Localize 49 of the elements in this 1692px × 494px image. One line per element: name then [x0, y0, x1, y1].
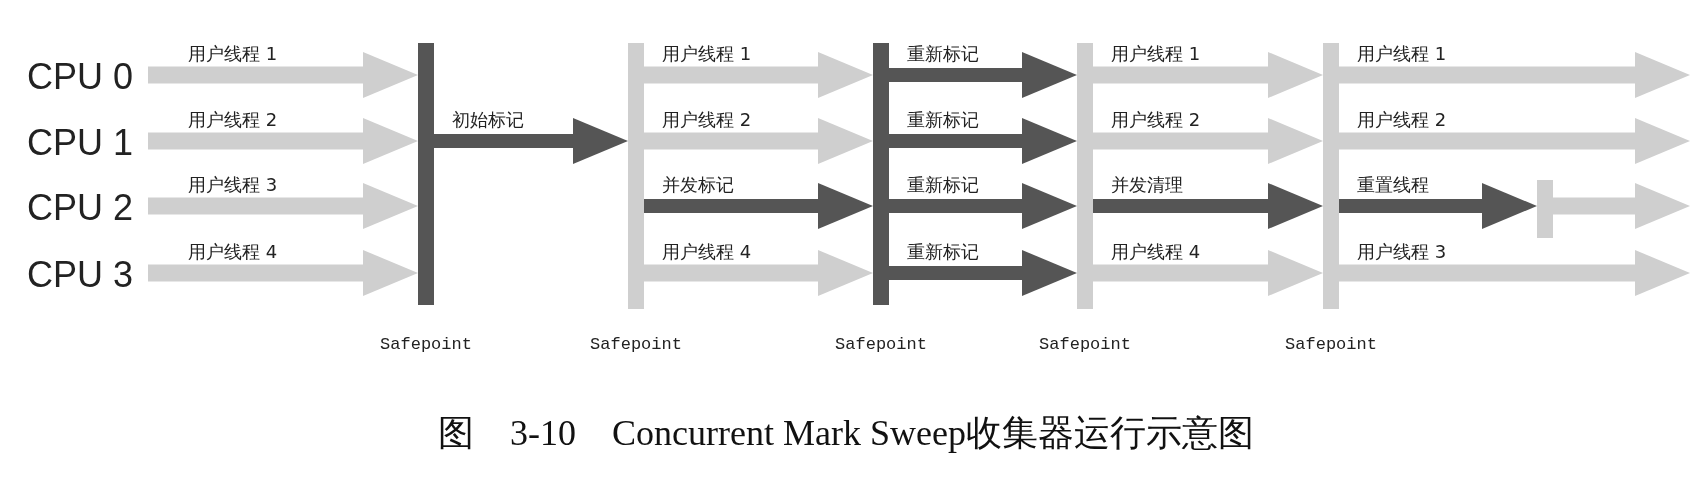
cpu-label: CPU 1	[27, 121, 134, 165]
safepoint-label: Safepoint	[380, 334, 472, 356]
cpu-label: CPU 2	[27, 186, 134, 230]
safepoint-bar	[873, 43, 889, 305]
arrow	[889, 183, 1077, 229]
arrow	[644, 52, 873, 98]
arrow	[1093, 183, 1323, 229]
arrow	[1339, 250, 1690, 296]
arrow	[1093, 250, 1323, 296]
safepoint-bar	[1077, 43, 1093, 309]
arrow	[1553, 183, 1690, 229]
arrow	[1339, 118, 1690, 164]
edge-label: 重新标记	[905, 109, 981, 131]
edge-label: 用户线程 4	[660, 241, 754, 263]
arrow	[434, 118, 628, 164]
cpu-label: CPU 3	[27, 253, 134, 297]
edge-label: 用户线程 4	[186, 241, 280, 263]
arrow	[889, 118, 1077, 164]
safepoint-bar	[628, 43, 644, 309]
edge-label: 重新标记	[905, 174, 981, 196]
safepoint-label: Safepoint	[1285, 334, 1377, 356]
safepoint-bar	[1537, 180, 1553, 238]
arrow	[1093, 118, 1323, 164]
safepoint-label: Safepoint	[590, 334, 682, 356]
arrow	[644, 250, 873, 296]
arrow	[889, 250, 1077, 296]
arrow	[148, 183, 418, 229]
cpu-label: CPU 0	[27, 55, 134, 99]
arrow	[889, 52, 1077, 98]
edge-label: 并发标记	[660, 174, 736, 196]
arrow	[148, 52, 418, 98]
edge-label: 重新标记	[905, 43, 981, 65]
safepoint-label: Safepoint	[835, 334, 927, 356]
edge-label: 用户线程 4	[1109, 241, 1203, 263]
edge-label: 初始标记	[450, 109, 526, 131]
edge-label: 重新标记	[905, 241, 981, 263]
arrow	[1093, 52, 1323, 98]
safepoint-bar	[1323, 43, 1339, 309]
arrow	[644, 183, 873, 229]
edge-label: 重置线程	[1355, 174, 1431, 196]
arrow	[1339, 183, 1537, 229]
arrow	[148, 118, 418, 164]
arrow	[644, 118, 873, 164]
arrow	[1339, 52, 1690, 98]
safepoint-bar	[418, 43, 434, 305]
safepoint-label: Safepoint	[1039, 334, 1131, 356]
edge-label: 并发清理	[1109, 174, 1185, 196]
figure-caption: 图 3-10 Concurrent Mark Sweep收集器运行示意图	[437, 412, 1255, 455]
arrow	[148, 250, 418, 296]
